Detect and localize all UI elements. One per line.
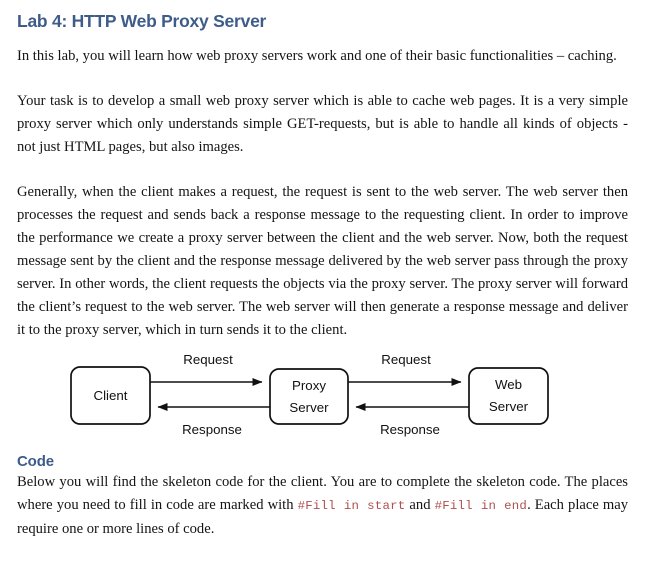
paragraph-task: Your task is to develop a small web prox… xyxy=(17,92,628,155)
edge-label-response-right: Response xyxy=(380,422,440,437)
diagram-node-client xyxy=(70,366,151,425)
paragraph-code-instructions: Below you will find the skeleton code fo… xyxy=(17,471,628,541)
diagram-node-web-label-line1: Web xyxy=(495,377,522,392)
diagram-node-web xyxy=(468,367,549,425)
diagram-node-proxy-label-line1: Proxy xyxy=(292,378,326,393)
edge-label-response-left: Response xyxy=(182,422,242,437)
code-instructions-part2: and xyxy=(405,497,435,514)
diagram-node-proxy xyxy=(269,368,349,425)
diagram-node-web-label-line2: Server xyxy=(489,399,529,414)
section-title-code: Code xyxy=(17,452,54,470)
edge-label-request-left: Request xyxy=(183,352,233,367)
paragraph-intro: In this lab, you will learn how web prox… xyxy=(17,47,617,64)
code-instructions-part3: . Each place may require one or more lin… xyxy=(17,497,629,538)
diagram-node-client-label: Client xyxy=(94,388,128,403)
edge-label-request-right: Request xyxy=(381,352,431,367)
paragraph-general: Generally, when the client makes a reque… xyxy=(17,183,628,338)
inline-code-fill-in-end: #Fill in end xyxy=(434,499,528,514)
diagram-node-proxy-label-line2: Server xyxy=(289,400,329,415)
proxy-architecture-diagram: Client Proxy Server Web Server Request R… xyxy=(0,342,648,452)
inline-code-fill-in-start: #Fill in start xyxy=(297,499,406,514)
page-title: Lab 4: HTTP Web Proxy Server xyxy=(17,11,267,31)
code-instructions-part1: Below you will find the skeleton code fo… xyxy=(17,474,628,514)
